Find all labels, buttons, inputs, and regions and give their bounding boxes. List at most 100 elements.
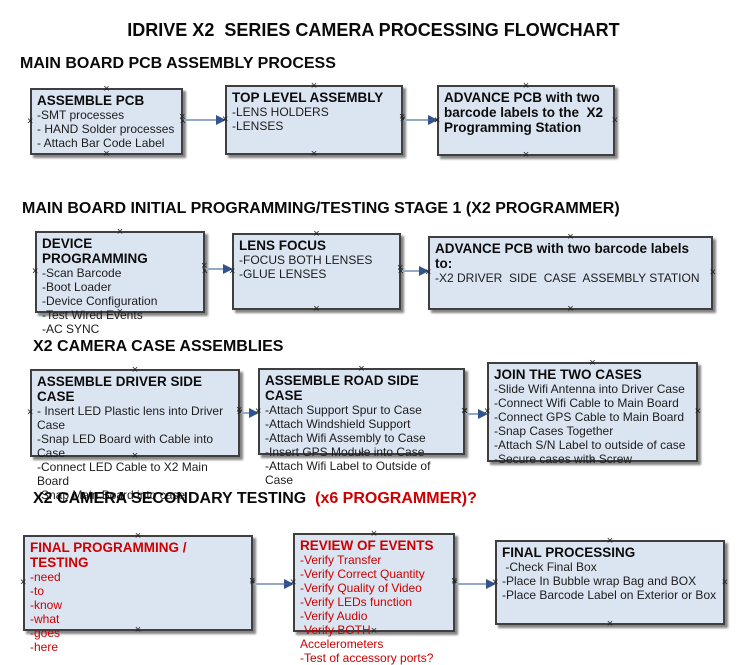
box-line: -FOCUS BOTH LENSES (239, 253, 373, 267)
box-review-of-events: REVIEW OF EVENTS -Verify Transfer-Verify… (290, 529, 458, 665)
box-line: -know (30, 598, 63, 612)
box-assemble-road-side-case: ASSEMBLE ROAD SIDE CASE -Attach Support … (255, 364, 468, 488)
box-line: -goes (30, 626, 61, 640)
connection-handle: × (27, 115, 34, 127)
box-line: -need (30, 570, 61, 584)
box-lines: -LENS HOLDERS-LENSES (232, 105, 397, 133)
box-lines: -Check Final Box-Place In Bubble wrap Ba… (502, 560, 719, 602)
flow-arrow (179, 112, 226, 125)
section-heading-red-part: (x6 PROGRAMMER)? (315, 490, 477, 507)
box-line: -Scan Barcode (42, 266, 122, 280)
box-advance-pcb-programming-station: ADVANCE PCB with two barcode labels to t… (434, 81, 618, 161)
box-line: -Secure cases with Screw (494, 452, 633, 466)
box-line: -Verify BOTH Accelerometers (300, 623, 384, 651)
box-line: -to (30, 584, 45, 598)
box-lines: -Slide Wifi Antenna into Driver Case-Con… (494, 382, 692, 466)
box-assemble-driver-side-case: ASSEMBLE DRIVER SIDE CASE - Insert LED P… (27, 365, 243, 503)
box-lines: - Insert LED Plastic lens into Driver Ca… (37, 404, 234, 502)
flow-arrow (399, 112, 438, 125)
box-title: ADVANCE PCB with two barcode labels to: (435, 241, 693, 271)
box-line: -Place Barcode Label on Exterior or Box (502, 588, 717, 602)
flow-arrow (249, 576, 294, 589)
flow-arrow (236, 405, 259, 418)
box-line: -Attach Windshield Support (265, 417, 411, 431)
box-line: -Attach Wifi Assembly to Case (265, 431, 426, 445)
box-line: -Boot Loader (42, 280, 112, 294)
box-line: -Verify LEDs function (300, 595, 413, 609)
box-line: -Place In Bubble wrap Bag and BOX (502, 574, 697, 588)
connection-handle: × (606, 618, 614, 630)
flow-arrow (461, 406, 488, 419)
box-advance-pcb-case-assembly: ADVANCE PCB with two barcode labels to: … (425, 232, 716, 315)
section-heading-black-part: X2 CAMERA SECONDARY TESTING (33, 490, 316, 507)
box-line: - Insert LED Plastic lens into Driver Ca… (37, 404, 227, 432)
box-title: ASSEMBLE PCB (37, 93, 145, 108)
box-line: -Test of accessory ports? (300, 651, 434, 665)
box-line: -Verify Quality of Video (300, 581, 422, 595)
box-top-level-assembly: TOP LEVEL ASSEMBLY -LENS HOLDERS-LENSES … (222, 81, 406, 160)
box-line: -Connect LED Cable to X2 Main Board (37, 460, 212, 488)
connection-handle: × (522, 149, 530, 161)
section-heading-case-assemblies: X2 CAMERA CASE ASSEMBLIES (33, 338, 284, 355)
box-final-programming-testing: FINAL PROGRAMMING / TESTING -need-to-kno… (20, 531, 256, 655)
connection-handle: × (32, 265, 39, 278)
box-title: ADVANCE PCB with two barcode labels to t… (444, 90, 607, 135)
box-line: -Snap LED Board with Cable into Case (37, 432, 217, 460)
box-title: DEVICE PROGRAMMING (42, 236, 148, 266)
flow-arrow (451, 576, 496, 589)
box-line: -X2 DRIVER SIDE CASE ASSEMBLY STATION (435, 271, 700, 285)
box-line: -Verify Audio (300, 609, 368, 623)
box-title: TOP LEVEL ASSEMBLY (232, 90, 384, 105)
connection-handle: × (694, 405, 701, 418)
box-line: -Snap Main Board into case (37, 488, 186, 502)
connection-handle: × (567, 303, 574, 315)
section-heading-secondary-testing: X2 CAMERA SECONDARY TESTING (x6 PROGRAMM… (33, 490, 477, 508)
box-lens-focus: LENS FOCUS -FOCUS BOTH LENSES-GLUE LENSE… (229, 229, 404, 315)
box-line: -Connect Wifi Cable to Main Board (494, 396, 679, 410)
connection-handle: × (721, 576, 728, 588)
box-line: -Device Configuration (42, 294, 158, 308)
box-lines: -SMT processes- HAND Solder processes- A… (37, 108, 177, 150)
box-title: ASSEMBLE ROAD SIDE CASE (265, 373, 423, 403)
connection-handle: × (313, 303, 320, 315)
box-title: FINAL PROCESSING (502, 545, 636, 560)
section-heading-pcb-assembly: MAIN BOARD PCB ASSEMBLY PROCESS (20, 55, 336, 72)
box-lines: -X2 DRIVER SIDE CASE ASSEMBLY STATION (435, 271, 707, 285)
box-line: -Attach Wifi Label to Outside of Case (265, 459, 434, 487)
box-line: -Connect GPS Cable to Main Board (494, 410, 685, 424)
box-line: -Attach S/N Label to outside of case (494, 438, 686, 452)
flow-arrow (201, 261, 233, 274)
box-line: -Insert GPS Module into Case (265, 445, 425, 459)
section-heading-initial-programming: MAIN BOARD INITIAL PROGRAMMING/TESTING S… (22, 200, 620, 217)
box-lines: -Scan Barcode-Boot Loader-Device Configu… (42, 266, 199, 336)
box-assemble-pcb: ASSEMBLE PCB -SMT processes- HAND Solder… (27, 84, 186, 160)
box-title: LENS FOCUS (239, 238, 327, 253)
box-device-programming: DEVICE PROGRAMMING -Scan Barcode-Boot Lo… (32, 227, 208, 337)
box-line: -LENSES (232, 119, 284, 133)
flow-arrow (397, 263, 429, 276)
connection-handle: × (611, 114, 618, 126)
box-title: FINAL PROGRAMMING / TESTING (30, 540, 191, 570)
connection-handle: × (709, 266, 716, 279)
box-line: -GLUE LENSES (239, 267, 327, 281)
connection-handle: × (103, 148, 110, 160)
box-final-processing: FINAL PROCESSING -Check Final Box-Place … (492, 536, 728, 630)
box-lines: -Verify Transfer-Verify Correct Quantity… (300, 553, 449, 665)
box-line: -Check Final Box (502, 560, 597, 574)
box-lines: -FOCUS BOTH LENSES-GLUE LENSES (239, 253, 395, 281)
box-line: -LENS HOLDERS (232, 105, 329, 119)
box-line: - HAND Solder processes (37, 122, 175, 136)
box-line: -Attach Support Spur to Case (265, 403, 422, 417)
connection-handle: × (310, 148, 318, 160)
box-line: -Test Wired Events (42, 308, 143, 322)
box-line: -Verify Transfer (300, 553, 382, 567)
box-lines: -Attach Support Spur to Case-Attach Wind… (265, 403, 459, 487)
box-title: ASSEMBLE DRIVER SIDE CASE (37, 374, 206, 404)
box-join-the-two-cases: JOIN THE TWO CASES -Slide Wifi Antenna i… (484, 358, 701, 467)
box-line: -AC SYNC (42, 322, 100, 336)
box-lines: -need-to-know-what-goes-here (30, 570, 247, 654)
box-line: -what (30, 612, 60, 626)
box-line: -Slide Wifi Antenna into Driver Case (494, 382, 685, 396)
box-title: REVIEW OF EVENTS (300, 538, 434, 553)
box-line: -Snap Cases Together (494, 424, 614, 438)
